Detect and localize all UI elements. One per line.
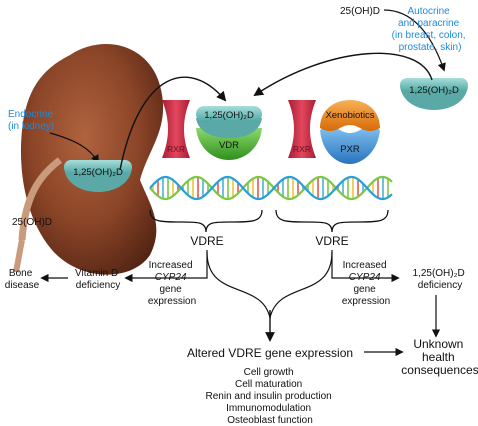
vdr-ligand-label: 1,25(OH)₂D (204, 110, 254, 121)
effect-item: Cell maturation (235, 379, 302, 390)
xenobiotics-label: Xenobiotics (325, 110, 374, 121)
pxr-label: PXR (340, 144, 360, 155)
rxr-right-receptor: RXR (288, 100, 316, 158)
vdr-receptor: VDR (196, 128, 262, 160)
endocrine-arrow (49, 132, 99, 164)
effect-item: Renin and insulin production (206, 391, 332, 402)
right-vdre-label: VDRE (315, 234, 348, 248)
vdr-ligand-molecule: 1,25(OH)₂D (196, 106, 262, 138)
rxr-left-label: RXR (167, 144, 185, 154)
kidney-dihydroxy-molecule: 1,25(OH)₂D (64, 160, 132, 192)
bone-disease-label: Bone disease (5, 268, 40, 291)
left-increased-cyp24-label: Increased CYP24 gene expression (148, 260, 196, 307)
left-converge-curve (206, 251, 271, 319)
kidney-dihydroxy-label: 1,25(OH)₂D (73, 167, 123, 178)
right-converge-curve (269, 251, 333, 319)
right-vdre-brace (275, 209, 389, 233)
pxr-receptor: PXR (320, 127, 380, 164)
autocrine-label: Autocrine and paracrine (in breast, colo… (392, 6, 469, 53)
rxr-right-label: RXR (293, 144, 311, 154)
left-vdre-label: VDRE (190, 234, 223, 248)
effect-item: Osteoblast function (227, 415, 313, 426)
top-25ohd-label: 25(OH)D (340, 6, 380, 17)
top-25ohd-arrow (383, 9, 446, 72)
rxr-left-receptor: RXR (162, 100, 190, 158)
kidney-25ohd-label: 25(OH)D (12, 217, 52, 228)
left-vdre-brace (149, 209, 263, 233)
effect-item: Immunomodulation (226, 403, 311, 414)
effect-item: Cell growth (244, 367, 294, 378)
dna-helix (149, 175, 393, 201)
endocrine-label: Endocrine (in kidney) (8, 109, 56, 132)
autocrine-dihydroxy-molecule: 1,25(OH)₂D (400, 78, 468, 110)
autocrine-dihydroxy-label: 1,25(OH)₂D (409, 85, 459, 96)
kidney-to-vdr-arrow (119, 76, 227, 171)
kidney-illustration (13, 44, 164, 275)
autocrine-to-vdr-arrow (253, 52, 433, 97)
altered-vdre-title: Altered VDRE gene expression (187, 346, 353, 360)
dihydroxy-deficiency-label: 1,25(OH)₂D deficiency (412, 268, 467, 291)
vitamin-d-deficiency-label: Vitamin D deficiency (75, 268, 121, 291)
right-increased-cyp24-label: Increased CYP24 gene expression (342, 260, 390, 307)
vdr-label: VDR (219, 140, 239, 151)
xenobiotics-molecule: Xenobiotics (320, 100, 380, 131)
unknown-health-consequences-label: Unknown health consequences (401, 337, 478, 377)
effects-list: Cell growth Cell maturation Renin and in… (206, 367, 335, 426)
